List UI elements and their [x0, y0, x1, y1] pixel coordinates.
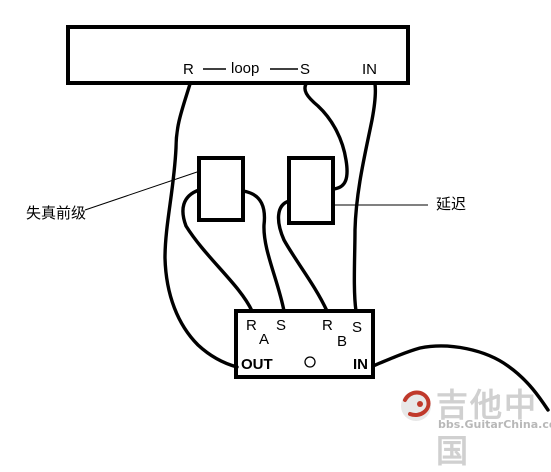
cable-loop-send-to-switcher-out — [163, 82, 239, 369]
delay-pedal-label: 延迟 — [436, 196, 467, 213]
cable-distortion-to-a-return — [241, 189, 286, 313]
delay-pedal-box — [287, 156, 335, 225]
amp-in-label: IN — [362, 61, 377, 78]
switcher-in-label: IN — [353, 356, 368, 373]
switcher-b-s-label: S — [352, 319, 363, 336]
cable-switcher-in-to-guitar — [371, 344, 550, 412]
switcher-a-s-label: S — [276, 317, 287, 334]
switcher-b-label: B — [337, 333, 348, 350]
watermark-url: bbs.GuitarChina.com — [438, 418, 551, 431]
distortion-pedal-label: 失真前级 — [26, 205, 87, 222]
cable-a-send-to-distortion — [181, 188, 254, 313]
cable-b-return-to-amp-in — [352, 82, 378, 313]
cable-b-send-to-delay — [276, 199, 329, 313]
switcher-box — [234, 309, 375, 379]
switcher-led-icon — [304, 356, 316, 368]
cable-delay-to-loop-return — [303, 82, 349, 191]
distortion-pedal-box — [197, 156, 245, 222]
switcher-b-r-label: R — [322, 317, 333, 334]
amplifier-box — [66, 25, 410, 85]
switcher-a-label: A — [259, 331, 270, 348]
switcher-out-label: OUT — [241, 356, 273, 373]
distortion-leader-line — [84, 170, 201, 211]
signal-chain-diagram — [66, 25, 550, 421]
amp-loop-text: loop — [231, 60, 260, 77]
switcher-a-r-label: R — [246, 317, 257, 334]
amp-loop-r-label: R — [183, 61, 194, 78]
watermark-logo-icon — [401, 390, 431, 421]
amp-loop-s-label: S — [300, 61, 311, 78]
